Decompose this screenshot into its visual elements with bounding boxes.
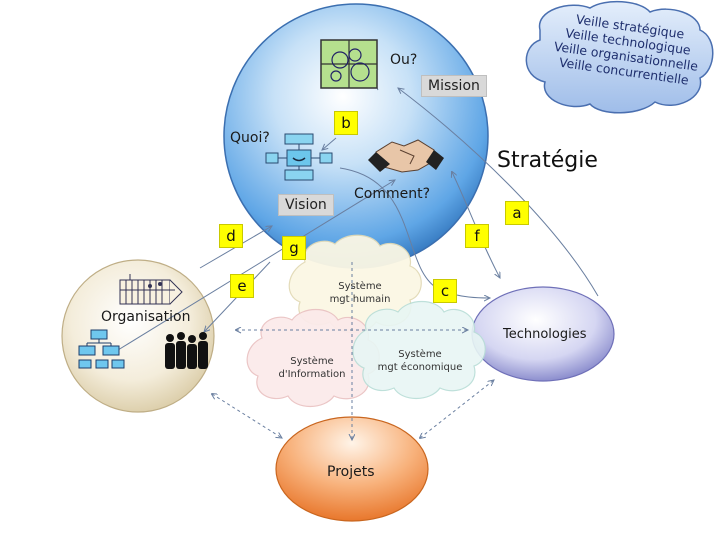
handshake-icon [368, 139, 444, 173]
ou-label: Ou? [390, 52, 418, 68]
cloud-humain-line2: mgt humain [329, 294, 391, 305]
cloud-humain-line1: Système [338, 281, 382, 292]
tag-a: a [505, 201, 529, 225]
cloud-economique-line1: Système [398, 349, 442, 360]
organisation-label: Organisation [101, 309, 191, 325]
technologies-label: Technologies [503, 327, 587, 342]
tag-b: b [334, 111, 358, 135]
dashed-connectors [212, 262, 494, 440]
tag-d: d [219, 224, 243, 248]
quoi-label: Quoi? [230, 130, 270, 146]
tag-f: f [465, 224, 489, 248]
cloud-economique-line2: mgt économique [377, 362, 463, 373]
projets-ellipse [275, 416, 429, 522]
vision-label: Vision [278, 194, 334, 216]
matrix-chart-icon [320, 39, 378, 89]
tag-c: c [433, 279, 457, 303]
timeline-chart-icon [119, 274, 183, 305]
mission-label: Mission [421, 75, 487, 97]
tag-g: g [282, 236, 306, 260]
process-flow-icon [265, 133, 333, 181]
cloud-information-text: Système d'Information [270, 355, 354, 381]
people-silhouettes-icon [165, 332, 208, 369]
cloud-information-line2: d'Information [278, 369, 346, 380]
cloud-information-line1: Système [290, 356, 334, 367]
comment-label: Comment? [354, 186, 431, 202]
veille-cloud [525, 0, 714, 114]
org-chart-icon [78, 329, 125, 369]
tag-e: e [230, 274, 254, 298]
cloud-economique-text: Système mgt économique [370, 348, 470, 374]
cloud-economique [352, 300, 486, 400]
strategie-title: Stratégie [497, 148, 598, 173]
cloud-humain-text: Système mgt humain [320, 280, 400, 306]
projets-label: Projets [327, 464, 375, 480]
